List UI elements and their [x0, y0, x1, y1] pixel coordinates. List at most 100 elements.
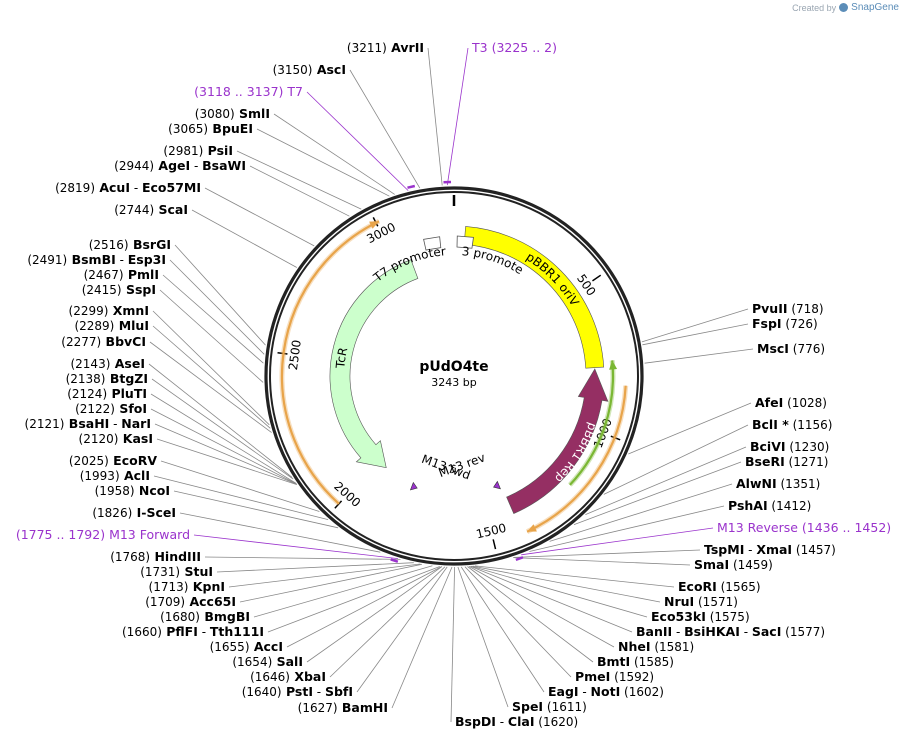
enzyme-site-label: BclI * (1156) — [752, 417, 832, 432]
leader-line — [149, 341, 272, 433]
svg-text:(1655) AccI: (1655) AccI — [210, 639, 283, 654]
svg-text:(2121) BsaHI - NarI: (2121) BsaHI - NarI — [25, 416, 151, 431]
svg-text:SpeI (1611): SpeI (1611) — [512, 699, 587, 714]
enzyme-site-label: (1958) NcoI — [95, 483, 170, 498]
tcr-orf-arrow — [280, 220, 380, 505]
svg-text:BmtI (1585): BmtI (1585) — [597, 654, 674, 669]
site-position: (1640) — [242, 685, 282, 699]
site-position: (1654) — [232, 655, 272, 669]
backbone-ring — [264, 186, 644, 566]
site-position: (1958) — [95, 484, 135, 498]
enzyme-site-label: (1654) SalI — [232, 654, 303, 669]
primer-arrow-1 — [409, 481, 418, 491]
svg-text:BanII - BsiHKAI - SacI (1577): BanII - BsiHKAI - SacI (1577) — [636, 624, 825, 639]
enzyme-site-label: PmeI (1592) — [575, 669, 654, 684]
site-name: Acc65I — [185, 594, 236, 609]
site-name: MscI — [757, 341, 789, 356]
site-position: (2120) — [79, 432, 119, 446]
leader-line — [273, 113, 395, 195]
leader-line — [162, 274, 264, 364]
site-name: PluTI — [107, 386, 147, 401]
enzyme-site-label: (3080) SmlI — [195, 106, 270, 121]
tcr-label: TcR — [333, 346, 350, 370]
site-name: I-SceI — [132, 505, 176, 520]
site-position: (2299) — [69, 304, 109, 318]
site-name: PmeI — [575, 669, 610, 684]
leader-line — [267, 566, 440, 633]
site-name: BsrGI — [129, 237, 171, 252]
enzyme-site-label: (2277) BbvCI — [61, 334, 146, 349]
primer-site-mark-M13F — [390, 558, 399, 563]
rep-orf-arrowhead — [527, 524, 537, 532]
credit-brand: SnapGene — [851, 2, 899, 13]
site-name: M13 Reverse — [717, 520, 798, 535]
leader-line — [471, 565, 648, 618]
enzyme-site-label: (1660) PflFI - Tth111I — [122, 624, 264, 639]
enzyme-site-label: (2124) PluTI — [67, 386, 147, 401]
enzyme-site-label: (2819) AcuI - Eco57MI — [55, 180, 201, 195]
leader-line — [472, 565, 661, 603]
leader-line — [470, 565, 633, 633]
svg-text:(2138) BtgZI: (2138) BtgZI — [66, 371, 148, 386]
leader-line — [152, 325, 271, 429]
svg-text:PvuII (718): PvuII (718) — [752, 301, 824, 316]
site-name: NcoI — [135, 483, 170, 498]
site-position: (2819) — [55, 181, 95, 195]
leader-line — [641, 308, 749, 343]
site-name: SfoI — [115, 401, 147, 416]
site-name: SmaI — [694, 557, 729, 572]
svg-text:(2819) AcuI - Eco57MI: (2819) AcuI - Eco57MI — [55, 180, 201, 195]
site-position: (1571) — [694, 595, 738, 609]
leader-line — [236, 150, 362, 210]
enzyme-site-label: EagI - NotI (1602) — [548, 684, 664, 699]
primer-site-label: (1775 .. 1792) M13 Forward — [16, 527, 190, 542]
svg-text:T3 (3225 .. 2): T3 (3225 .. 2) — [471, 40, 557, 55]
site-position: (1575) — [706, 610, 750, 624]
site-position: (726) — [782, 317, 818, 331]
leader-line — [151, 378, 294, 480]
t3-promoter-label: T3 promoter — [0, 0, 526, 277]
site-name: NheI — [618, 639, 651, 654]
site-position: (3065) — [168, 122, 208, 136]
leader-line — [464, 566, 572, 678]
site-position: (2124) — [67, 387, 107, 401]
svg-text:(1731) StuI: (1731) StuI — [140, 564, 213, 579]
primer-site-mark-T7 — [407, 184, 416, 189]
leader-line — [460, 566, 545, 693]
enzyme-site-label: (3065) BpuEI — [168, 121, 253, 136]
site-labels: (3211) AvrII(3150) AscI(3118 .. 3137) T7… — [16, 40, 891, 729]
site-separator: - — [190, 159, 202, 173]
leader-line — [356, 566, 448, 693]
site-position: (1585) — [630, 655, 674, 669]
svg-text:(1713) KpnI: (1713) KpnI — [149, 579, 225, 594]
site-name: BbvCI — [101, 334, 146, 349]
site-position: (1826) — [92, 506, 132, 520]
leader-line — [204, 187, 315, 247]
site-name: BsmBI — [67, 252, 116, 267]
site-separator: - — [109, 417, 121, 431]
svg-text:M13 Reverse (1436 .. 1452): M13 Reverse (1436 .. 1452) — [717, 520, 891, 535]
svg-text:AfeI (1028): AfeI (1028) — [755, 395, 827, 410]
site-position: (1592) — [610, 670, 654, 684]
site-name: ClaI — [508, 714, 535, 729]
leader-line — [457, 566, 509, 708]
site-name: KasI — [118, 431, 153, 446]
svg-text:(2516) BsrGI: (2516) BsrGI — [89, 237, 171, 252]
leader-line — [159, 289, 264, 383]
site-name: Eco57MI — [142, 180, 201, 195]
site-position: (2277) — [61, 335, 101, 349]
svg-text:NruI (1571): NruI (1571) — [664, 594, 738, 609]
enzyme-site-label: EcoRI (1565) — [678, 579, 761, 594]
site-name: ScaI — [154, 202, 188, 217]
svg-text:(2289) MluI: (2289) MluI — [74, 318, 149, 333]
svg-text:(2122) SfoI: (2122) SfoI — [75, 401, 147, 416]
site-name: BmtI — [597, 654, 630, 669]
site-name: BsiHKAI — [684, 624, 740, 639]
enzyme-site-label: (2744) ScaI — [114, 202, 188, 217]
svg-text:FspI (726): FspI (726) — [752, 316, 818, 331]
enzyme-site-label: (1646) XbaI — [250, 669, 326, 684]
leader-line — [152, 310, 270, 426]
site-position: (1655) — [210, 640, 250, 654]
site-leader-lines — [148, 47, 754, 723]
enzyme-site-label: (2143) AseI — [70, 356, 145, 371]
